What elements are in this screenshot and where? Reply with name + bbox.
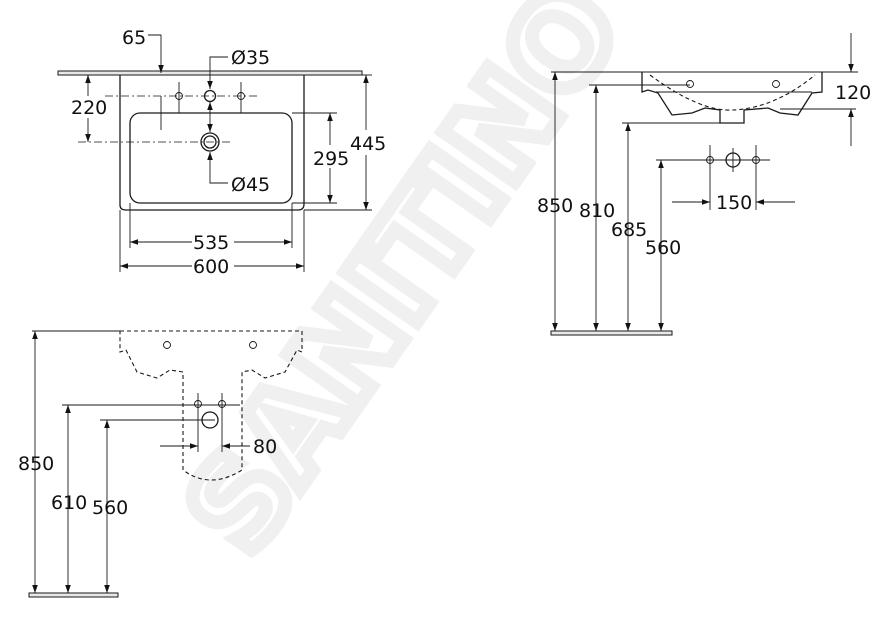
floor-line — [28, 592, 119, 598]
dim-445: 445 — [350, 133, 386, 155]
tap-hole-center — [203, 89, 217, 103]
dim-810: 810 — [579, 200, 615, 222]
dim-610: 610 — [51, 492, 87, 514]
dim-220: 220 — [71, 97, 107, 119]
pedestal-outline — [119, 330, 303, 481]
dim-120: 120 — [835, 82, 871, 104]
dim-diam45: Ø45 — [231, 174, 270, 196]
basin-outline — [119, 75, 305, 211]
dim-535: 535 — [193, 232, 229, 254]
dim-850-side: 850 — [537, 195, 573, 217]
drain-inner — [203, 135, 217, 149]
dim-685: 685 — [611, 219, 647, 241]
drain-outer — [200, 132, 220, 152]
dim-80: 80 — [253, 436, 277, 458]
dim-600: 600 — [193, 256, 229, 278]
floor-line — [550, 330, 673, 336]
front-view: 850 610 560 80 — [18, 330, 303, 598]
dim-150: 150 — [716, 192, 752, 214]
dim-295: 295 — [313, 148, 349, 170]
dim-850-front: 850 — [18, 453, 54, 475]
dim-560-front: 560 — [92, 497, 128, 519]
basin-side-outline — [641, 72, 823, 124]
dim-560-side: 560 — [645, 237, 681, 259]
dim-diam35: Ø35 — [231, 47, 270, 69]
watermark: SANITINO — [160, 0, 649, 577]
side-view: 120 850 810 685 560 150 — [537, 33, 871, 336]
top-view: 65 Ø35 Ø45 220 295 445 535 600 — [57, 27, 386, 278]
dim-65: 65 — [122, 27, 146, 49]
